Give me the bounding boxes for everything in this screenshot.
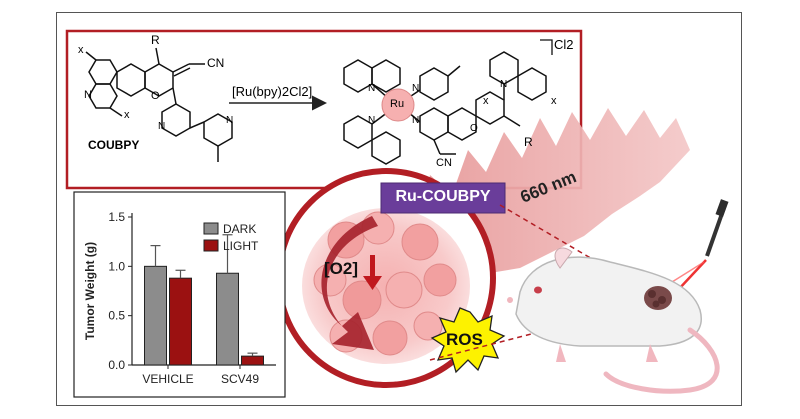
ligand-structure <box>85 47 233 162</box>
y-tick-label: 1.5 <box>108 210 125 224</box>
y-tick-label: 1.0 <box>108 259 125 273</box>
ros-star <box>430 307 506 374</box>
bar-dark-vehicle <box>144 265 167 366</box>
counter-ion-text: Cl2 <box>554 37 574 52</box>
x-tick-label: SCV49 <box>221 372 259 386</box>
complex-badge: Ru-COUBPY <box>395 188 491 205</box>
complex-n-label-2: N <box>368 115 376 126</box>
ruthenium-atom <box>381 88 415 122</box>
substituent-r-label: R <box>151 33 160 47</box>
reagent-label: [Ru(bpy)2Cl2] <box>232 84 313 99</box>
complex-nitrogen-label: N <box>500 79 508 90</box>
complex-index-x-2: x <box>551 95 557 107</box>
y-tick-label: 0.0 <box>108 358 125 372</box>
pyridine-n-label-2: N <box>226 115 234 126</box>
complex-n-label-1: N <box>368 83 376 94</box>
laser-fiber <box>671 199 729 291</box>
oxygen-label: [O2] <box>324 259 358 278</box>
complex-index-x-1: x <box>483 95 489 107</box>
ligand-name: COUBPY <box>88 138 140 152</box>
index-x-label-bottom: x <box>124 109 130 121</box>
legend-label-light: LIGHT <box>223 239 259 253</box>
index-x-label-top: x <box>78 44 84 56</box>
nitrogen-label: N <box>84 89 92 101</box>
bar-light-scv49 <box>241 355 264 366</box>
mouse-illustration <box>507 247 720 394</box>
counter-ion-label: Cl2 <box>554 38 574 51</box>
ruthenium-label: Ru <box>390 98 405 110</box>
oxygen-decrease-arrow <box>363 255 382 290</box>
x-tick-label: VEHICLE <box>142 372 193 386</box>
legend-swatch-dark <box>203 222 219 235</box>
ros-generation-arrow <box>321 216 378 350</box>
pyridine-n-label-1: N <box>158 121 166 132</box>
complex-n-label-4: N <box>412 115 420 126</box>
counter-ion-bracket <box>540 39 553 55</box>
bar-dark-scv49 <box>216 272 239 366</box>
oxygen-atom-label: O <box>151 90 160 102</box>
complex-badge-box <box>380 182 506 214</box>
complex-r-label: R <box>524 135 533 149</box>
ros-label: ROS <box>446 330 483 349</box>
y-axis-label: Tumor Weight (g) <box>83 242 97 340</box>
legend-label-dark: DARK <box>223 222 256 236</box>
complex-n-label-3: N <box>412 83 420 94</box>
complex-oxygen-label: O <box>470 123 478 134</box>
cyano-label-ligand: CN <box>207 56 225 70</box>
light-beam <box>420 108 690 274</box>
bar-light-vehicle <box>169 277 192 366</box>
complex-cyano-label: CN <box>436 157 452 169</box>
legend-swatch-light <box>203 239 219 252</box>
y-tick-label: 0.5 <box>108 309 125 323</box>
